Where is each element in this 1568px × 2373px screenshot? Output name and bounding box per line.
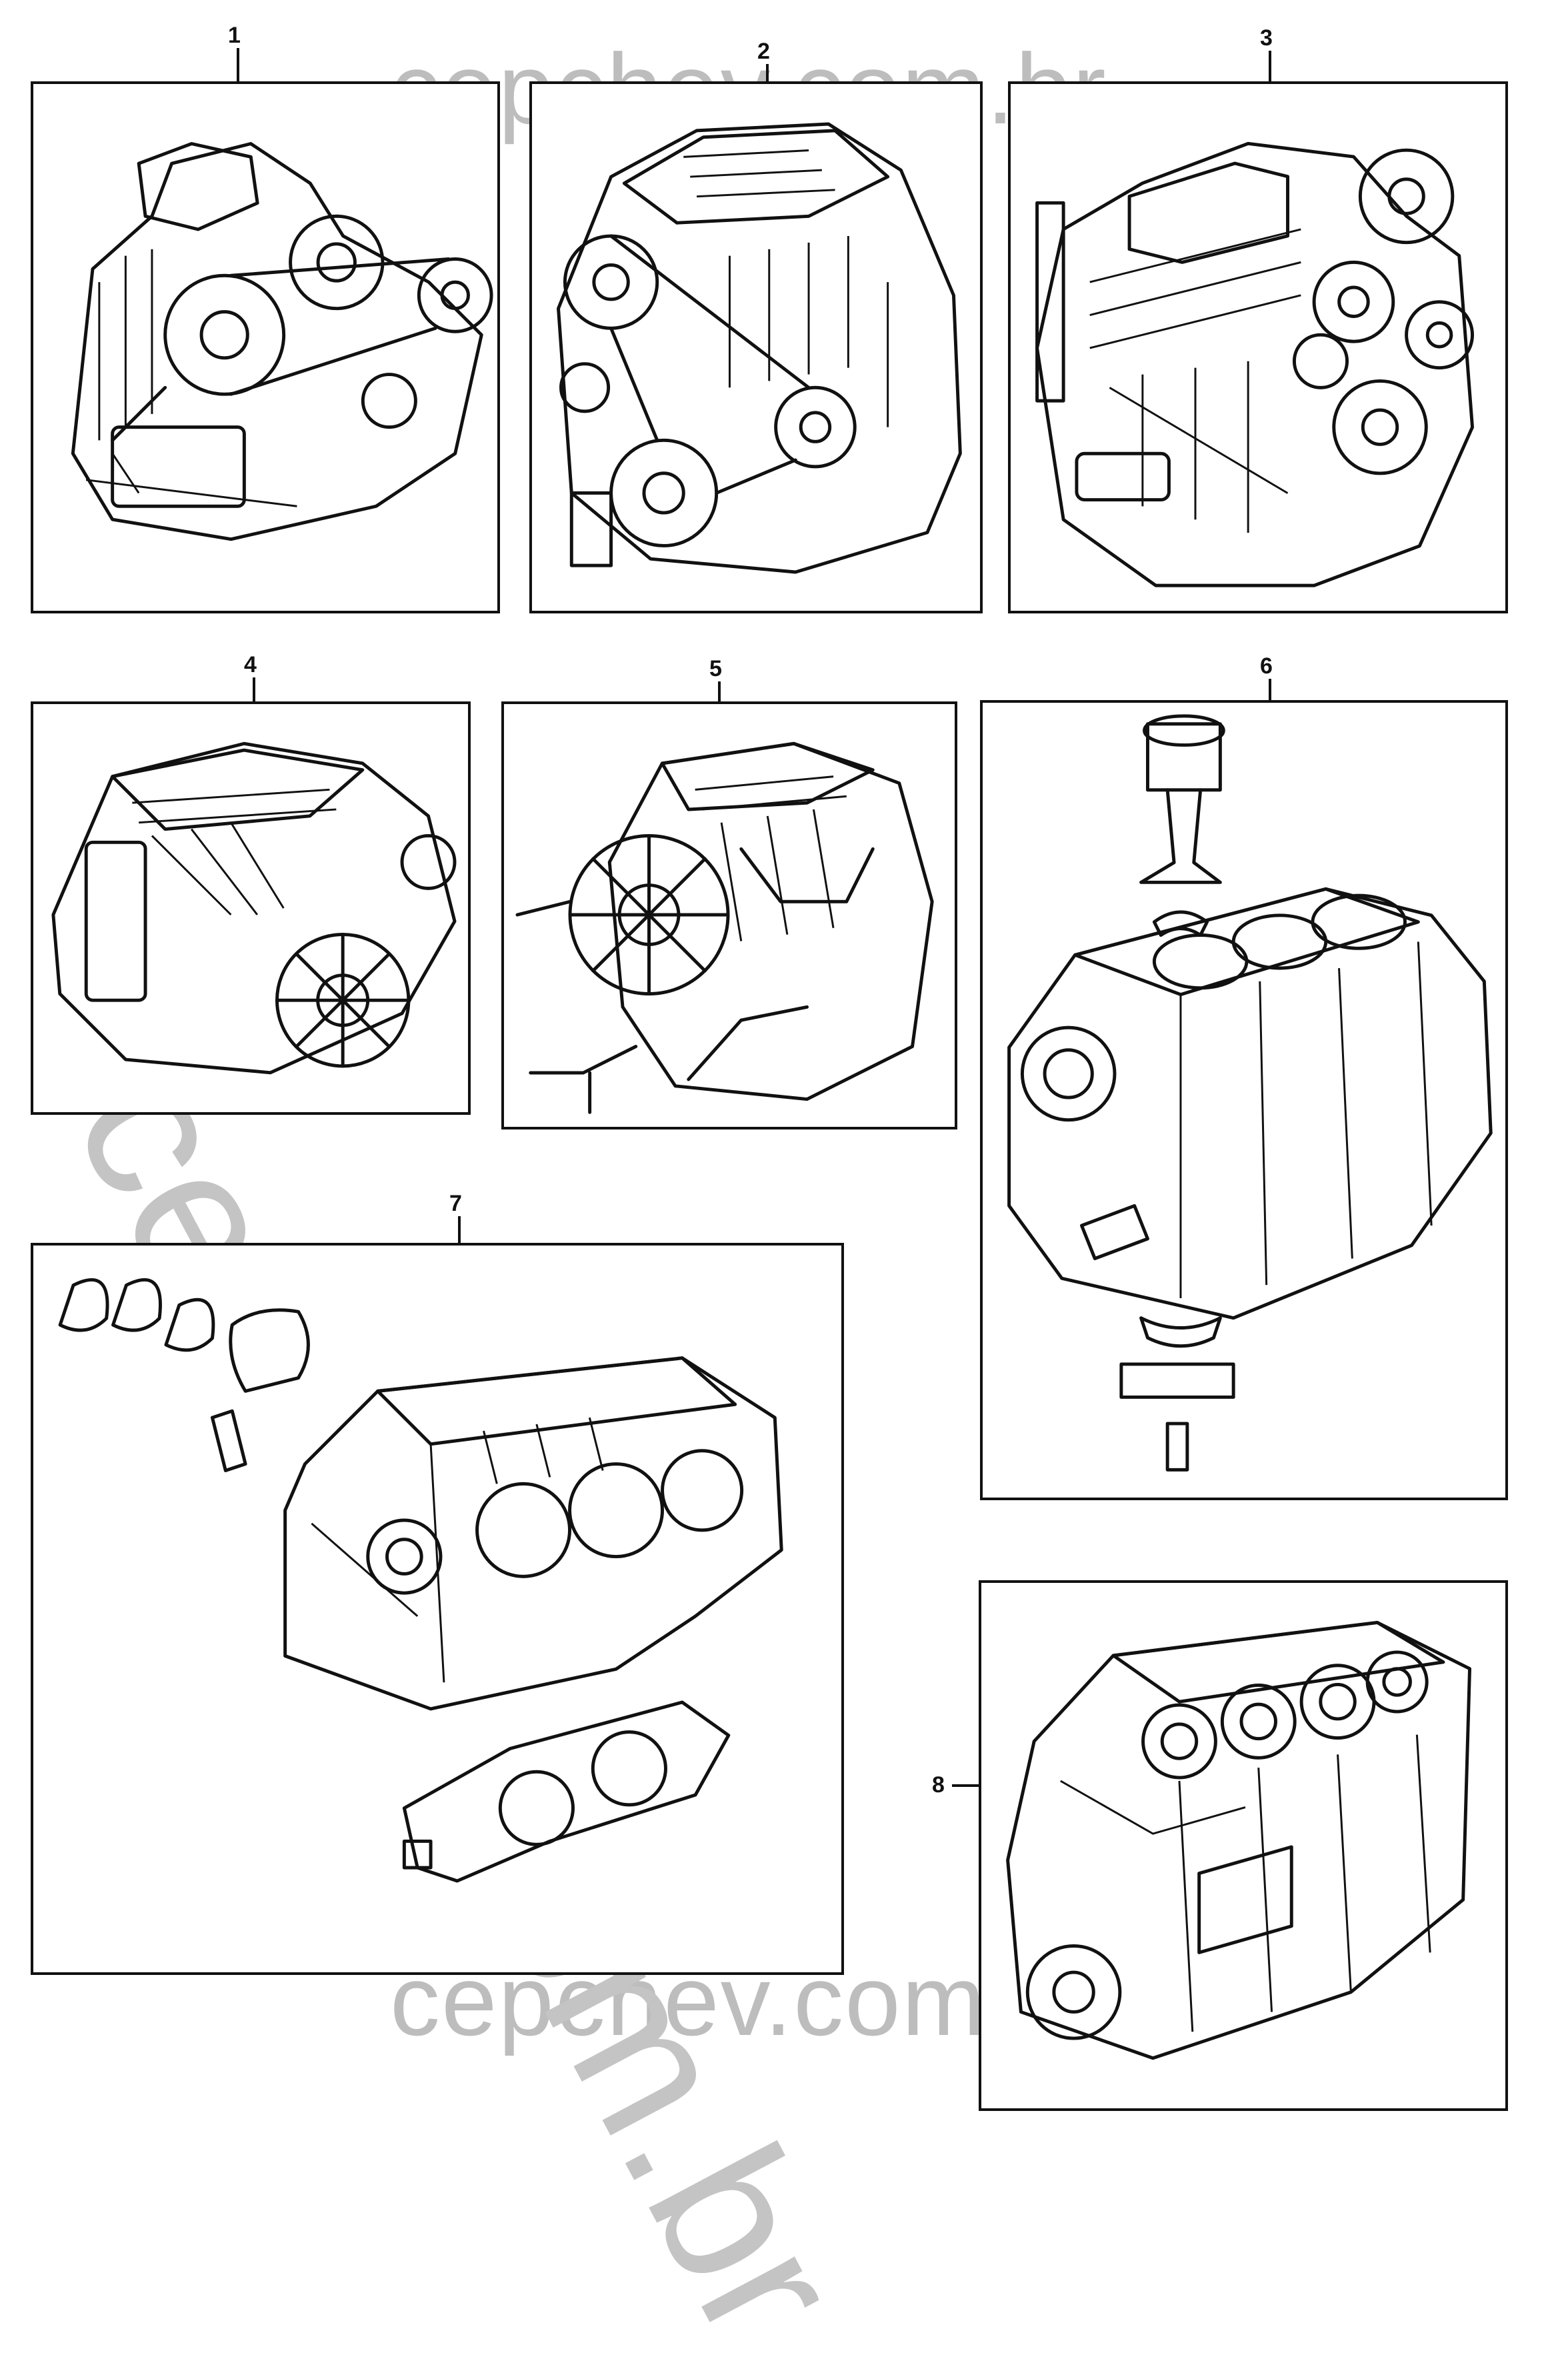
panel-3 bbox=[1008, 81, 1508, 613]
leader-line-4 bbox=[253, 677, 255, 701]
panel-4 bbox=[31, 701, 471, 1115]
panel-1 bbox=[31, 81, 500, 613]
callout-8: 8 bbox=[932, 1772, 945, 1798]
engine-assembly-icon bbox=[71, 142, 493, 541]
callout-1: 1 bbox=[228, 23, 241, 48]
callout-7: 7 bbox=[449, 1191, 462, 1216]
leader-line-1 bbox=[237, 48, 239, 83]
leader-line-7 bbox=[458, 1216, 461, 1243]
four-cylinder-block-icon bbox=[1006, 1620, 1472, 2060]
callout-3: 3 bbox=[1260, 25, 1273, 51]
v6-block-piston-crankshaft-icon bbox=[58, 1278, 783, 1883]
panel-2 bbox=[529, 81, 983, 613]
leader-line-2 bbox=[766, 64, 769, 83]
callout-6: 6 bbox=[1260, 653, 1273, 679]
callout-5: 5 bbox=[709, 656, 722, 681]
leader-line-8 bbox=[952, 1784, 979, 1787]
panel-6 bbox=[980, 700, 1508, 1500]
leader-line-3 bbox=[1269, 51, 1271, 83]
v6-engine-assembly-icon bbox=[1035, 141, 1475, 587]
callout-4: 4 bbox=[244, 652, 257, 677]
leader-line-5 bbox=[718, 681, 721, 701]
leader-line-6 bbox=[1269, 679, 1271, 700]
callout-2: 2 bbox=[757, 39, 770, 64]
diesel-engine-with-fan-icon bbox=[515, 741, 934, 1114]
engine-assembly-icon bbox=[557, 122, 962, 574]
panel-5 bbox=[501, 701, 957, 1129]
panel-7 bbox=[31, 1243, 844, 1975]
short-block-with-piston-icon bbox=[1007, 714, 1493, 1472]
panel-8 bbox=[979, 1580, 1508, 2111]
diesel-engine-assembly-icon bbox=[51, 741, 457, 1075]
